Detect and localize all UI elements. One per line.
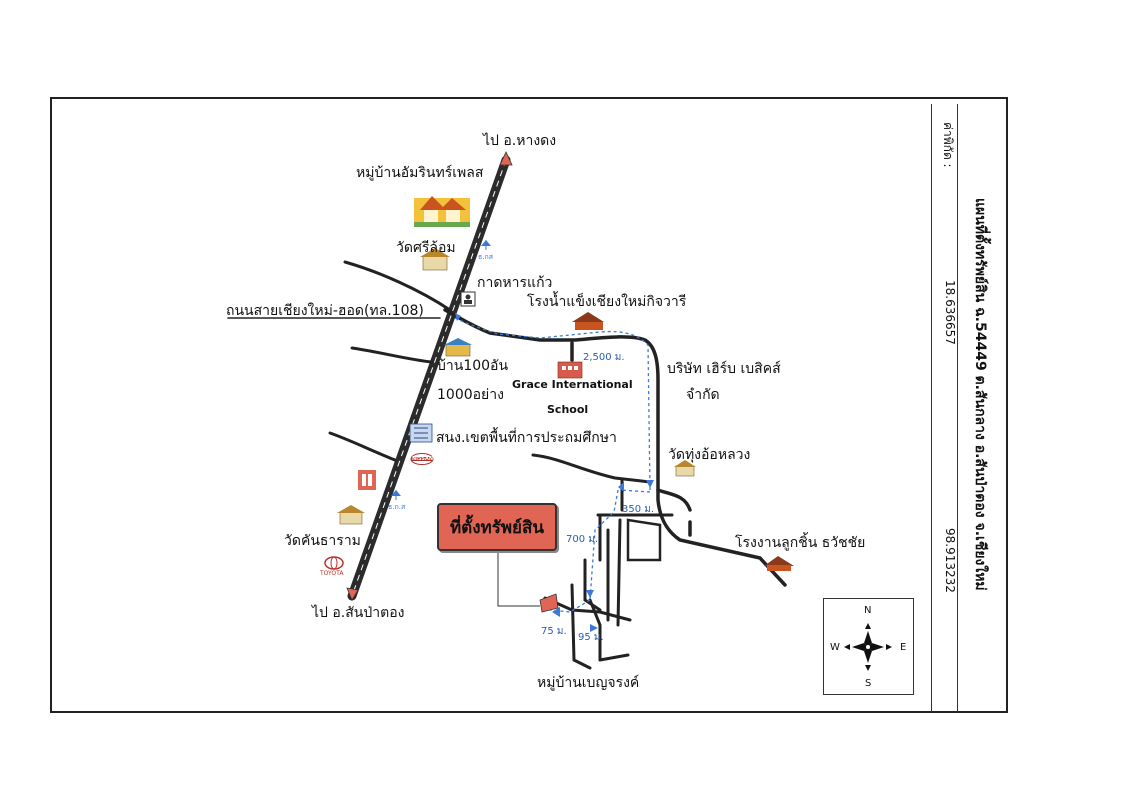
property-location-label: ที่ตั้งทรัพย์สิน (449, 517, 545, 538)
map-frame (50, 97, 1008, 713)
compass-west: W (830, 642, 840, 653)
distance-700: 700 ม. (566, 534, 599, 545)
kad-harn-kaew-icon (460, 291, 476, 307)
property-location-box: ที่ตั้งทรัพย์สิน (437, 503, 557, 551)
education-office-icon (409, 423, 433, 443)
coords-label: ค่าพิกัด : (941, 122, 955, 168)
side-roads-left (227, 260, 452, 462)
map-title: แผนที่ตั้งทรัพย์สิน ฉ.54449 ต.สันกลาง อ.… (972, 198, 988, 591)
label-wat-thung-or: วัดทุ่งอ้อหลวง (668, 447, 751, 463)
compass-box: N S E W (823, 598, 914, 695)
label-amarin-village: หมู่บ้านอัมรินทร์เพลส (356, 165, 484, 181)
label-bank-2: ธ.ก.ส (388, 503, 406, 511)
bank-icon-1 (481, 240, 491, 250)
highway-108 (346, 151, 513, 601)
local-roads (531, 453, 674, 670)
label-baan-100: บ้าน100อัน (437, 358, 509, 374)
label-1000-yang: 1000อย่าง (437, 387, 504, 403)
coords-lat: 18.636657 (943, 280, 957, 345)
label-kad-harn-kaew: กาดหารแก้ว (477, 275, 553, 291)
label-herb-company-2: จำกัด (686, 387, 720, 403)
label-to-san-pa-tong: ไป อ.สันป่าตอง (312, 605, 405, 621)
mitsubishi-icon (358, 470, 376, 490)
label-bank-1: ธ.กส (478, 253, 494, 261)
title-column-divider (957, 104, 958, 712)
label-grace-school-2: School (547, 403, 589, 416)
wat-khan-tharam-icon (337, 505, 365, 525)
compass-south: S (865, 678, 872, 689)
longan-factory-icon (764, 556, 794, 571)
route-arrows (455, 313, 654, 632)
distance-2500: 2,500 ม. (583, 352, 625, 363)
compass-rose-icon (844, 623, 892, 671)
property-marker (539, 593, 559, 613)
distance-95: 95 ม. (578, 632, 604, 643)
nissan-icon (410, 453, 434, 465)
ice-factory-icon (572, 312, 604, 330)
label-benjarong-village: หมู่บ้านเบญจรงค์ (537, 675, 640, 691)
label-longan-factory: โรงงานลูกชิ้น ธวัชชัย (735, 535, 866, 551)
label-wat-sri-lom: วัดศรีล้อม (396, 240, 456, 256)
coords-lng: 98.913232 (943, 528, 957, 593)
label-wat-khan-tharam: วัดคันธาราม (284, 533, 361, 549)
label-herb-company-1: บริษัท เฮิร์บ เบสิคส์ (667, 361, 781, 377)
compass-north: N (864, 605, 872, 616)
compass-east: E (900, 642, 907, 653)
label-toyota: TOYOTA (320, 570, 344, 577)
toyota-icon (324, 556, 344, 570)
grace-school-icon (557, 361, 583, 379)
label-ice-factory: โรงน้ำแข็งเชียงใหม่กิจวารี (527, 294, 687, 310)
label-education-office: สนง.เขตพื้นที่การประถมศึกษา (436, 430, 617, 446)
baan100-icon (444, 338, 472, 357)
wat-thung-or-icon (674, 460, 696, 477)
coords-column-divider (931, 104, 932, 712)
bank-icon-2 (391, 490, 401, 500)
wat-sri-lom-icon (420, 248, 450, 271)
label-grace-school-1: Grace International (512, 378, 633, 391)
label-road-108: ถนนสายเชียงใหม่-ฮอด(ทล.108) (226, 303, 424, 319)
distance-75: 75 ม. (541, 626, 567, 637)
distance-350: 350 ม. (622, 504, 655, 515)
label-to-hang-dong: ไป อ.หางดง (483, 133, 557, 149)
main-road (443, 308, 787, 587)
label-nissan: NISSAN (412, 456, 434, 462)
amarin-village-icon (414, 196, 470, 227)
pointer-line (497, 552, 540, 607)
